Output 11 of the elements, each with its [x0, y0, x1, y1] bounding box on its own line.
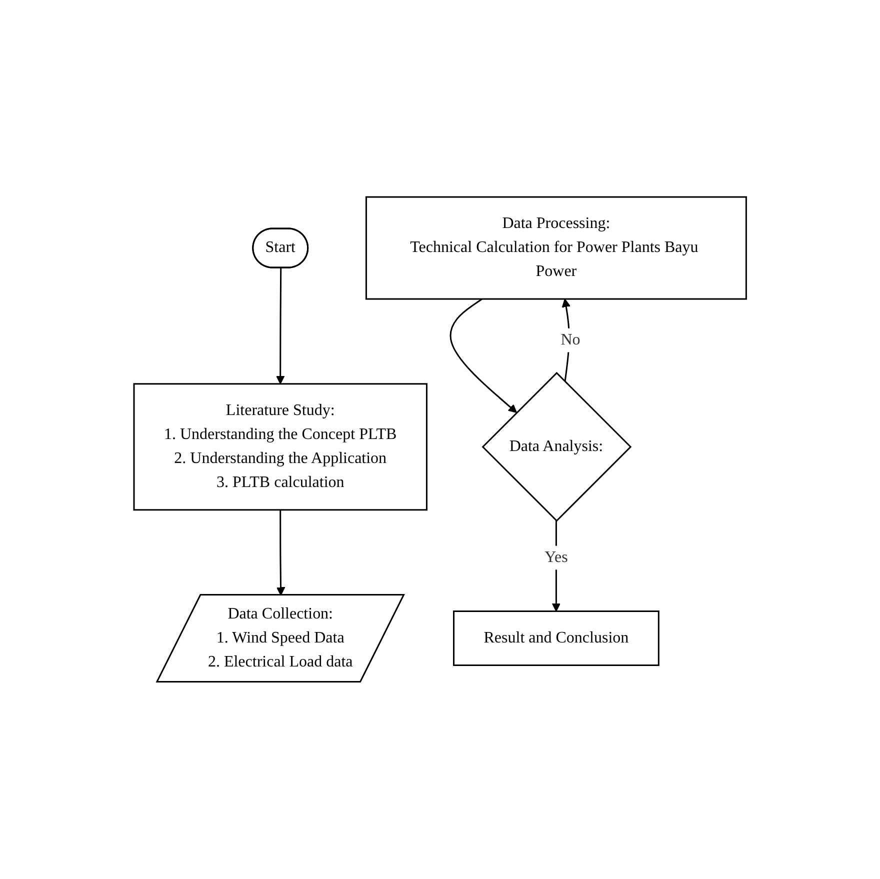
node-box: Literature Study: 1. Understanding the Concept PLTB 2. Understanding the Application 3. PLTB calculation — [133, 383, 428, 511]
node-box: Result and Conclusion — [452, 610, 660, 666]
arrow — [552, 520, 560, 612]
arrow — [450, 298, 517, 414]
edge-label: No — [560, 331, 580, 348]
node-diamond: Data Analysis: — [482, 372, 632, 522]
arrow — [276, 510, 286, 596]
edge-label: Yes — [544, 548, 568, 566]
node-box: Data Processing: Technical Calculation for Power Plants Bayu Power — [365, 196, 747, 300]
arrow — [276, 268, 285, 384]
arrow — [562, 298, 570, 382]
